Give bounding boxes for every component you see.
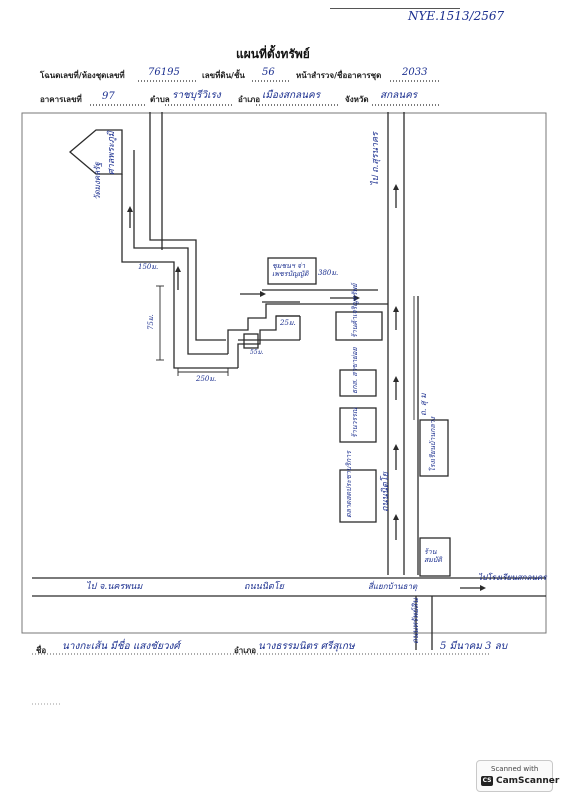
box-f-label: ร้านสมบัติ [424,548,442,565]
box-a-label: ร้านค้าเจริญทรัพย์ [351,283,359,338]
footer-date: 5 มีนาคม 3 ลบ [440,641,508,652]
footer-label-location: อำเภอ [234,646,257,655]
label-title-no: โฉนดเลขที่/ห้องชุดเลขที่ [40,71,125,80]
footer-location: นางธรรมนิตร ศรีสุเกษ [258,641,355,652]
road-right-vert-label: ถ. สุ ม [419,393,428,416]
subdistrict-value: ราชบุรีวิเรง [172,90,221,101]
box-b-label: ธกส. สาขาย่อย [351,347,359,394]
label-building: อาคารเลขที่ [40,95,82,104]
label-dist-left: 150ม. [138,263,159,271]
building-value: 97 [102,91,115,102]
camscanner-logo-icon: CS [481,776,493,786]
label-subdistrict: ตำบล [150,95,170,104]
page-title: แผนที่ตั้งทรัพย์ [236,47,310,61]
road-vertical-bottom-label: ถนนทรัพย์สิน [411,598,420,644]
top-rule [330,8,460,9]
label-dist-bottom: 250ม. [196,375,217,383]
road-bottom-right-label: ไปโรงเรียนสกลนคร [478,573,547,582]
label-dist-short: 75ม. [147,314,155,330]
scanner-brand: CamScanner [496,776,560,786]
box-d-label: ตลาดสดประชาบริการ [345,451,353,518]
survey-value: 2033 [402,67,428,78]
label-shrine: ศาลพระภูมิ [107,131,117,175]
box-e-label: โรงเรียนบ้านกลาง [429,416,437,472]
land-no-value: 56 [262,67,275,78]
label-province: จังหวัด [345,95,369,104]
road-bottom-left-label: ไป จ.นครพนม [86,582,143,592]
road-center-label: ถนนนิตโย [381,472,391,512]
scanner-small-text: Scanned with [491,765,539,773]
province-value: สกลนคร [380,90,418,101]
label-dist-right: 25ม. [280,319,296,327]
label-dist-tiny: 55ม. [250,349,264,356]
title-no-value: 76195 [148,67,180,78]
camscanner-watermark: Scanned with CS CamScanner [476,760,559,792]
road-bottom-mid-label: ถนนนิตโย [244,582,284,592]
label-shrine-sub: วัดมงคลรัฐ [93,162,102,200]
footer-label-owner: ชื่อ [36,646,47,655]
label-survey: หน้าสำรวจ/ชื่ออาคารชุด [296,71,382,80]
district-value: เมืองสกลนคร [262,90,321,101]
doc-number: NYE.1513/2567 [408,9,505,23]
label-district: อำเภอ [238,95,261,104]
label-road-right-top: ไป ถ.สุรนาคร [371,132,381,186]
box-c-label: ร้านวรรณ [351,407,359,438]
label-dist-mid: 380ม. [318,269,339,277]
label-land-no: เลขที่ดิน/ชั้น [202,71,245,80]
road-bottom-junction-label: สี่แยกบ้านธาตุ [368,582,418,591]
box-top-label: ชุมชนฯ จ่าเพชรบัญญัติ [272,262,309,279]
footer-owner: นางกะเส้น มีชื่อ แสงชัยวงศ์ [62,641,180,652]
